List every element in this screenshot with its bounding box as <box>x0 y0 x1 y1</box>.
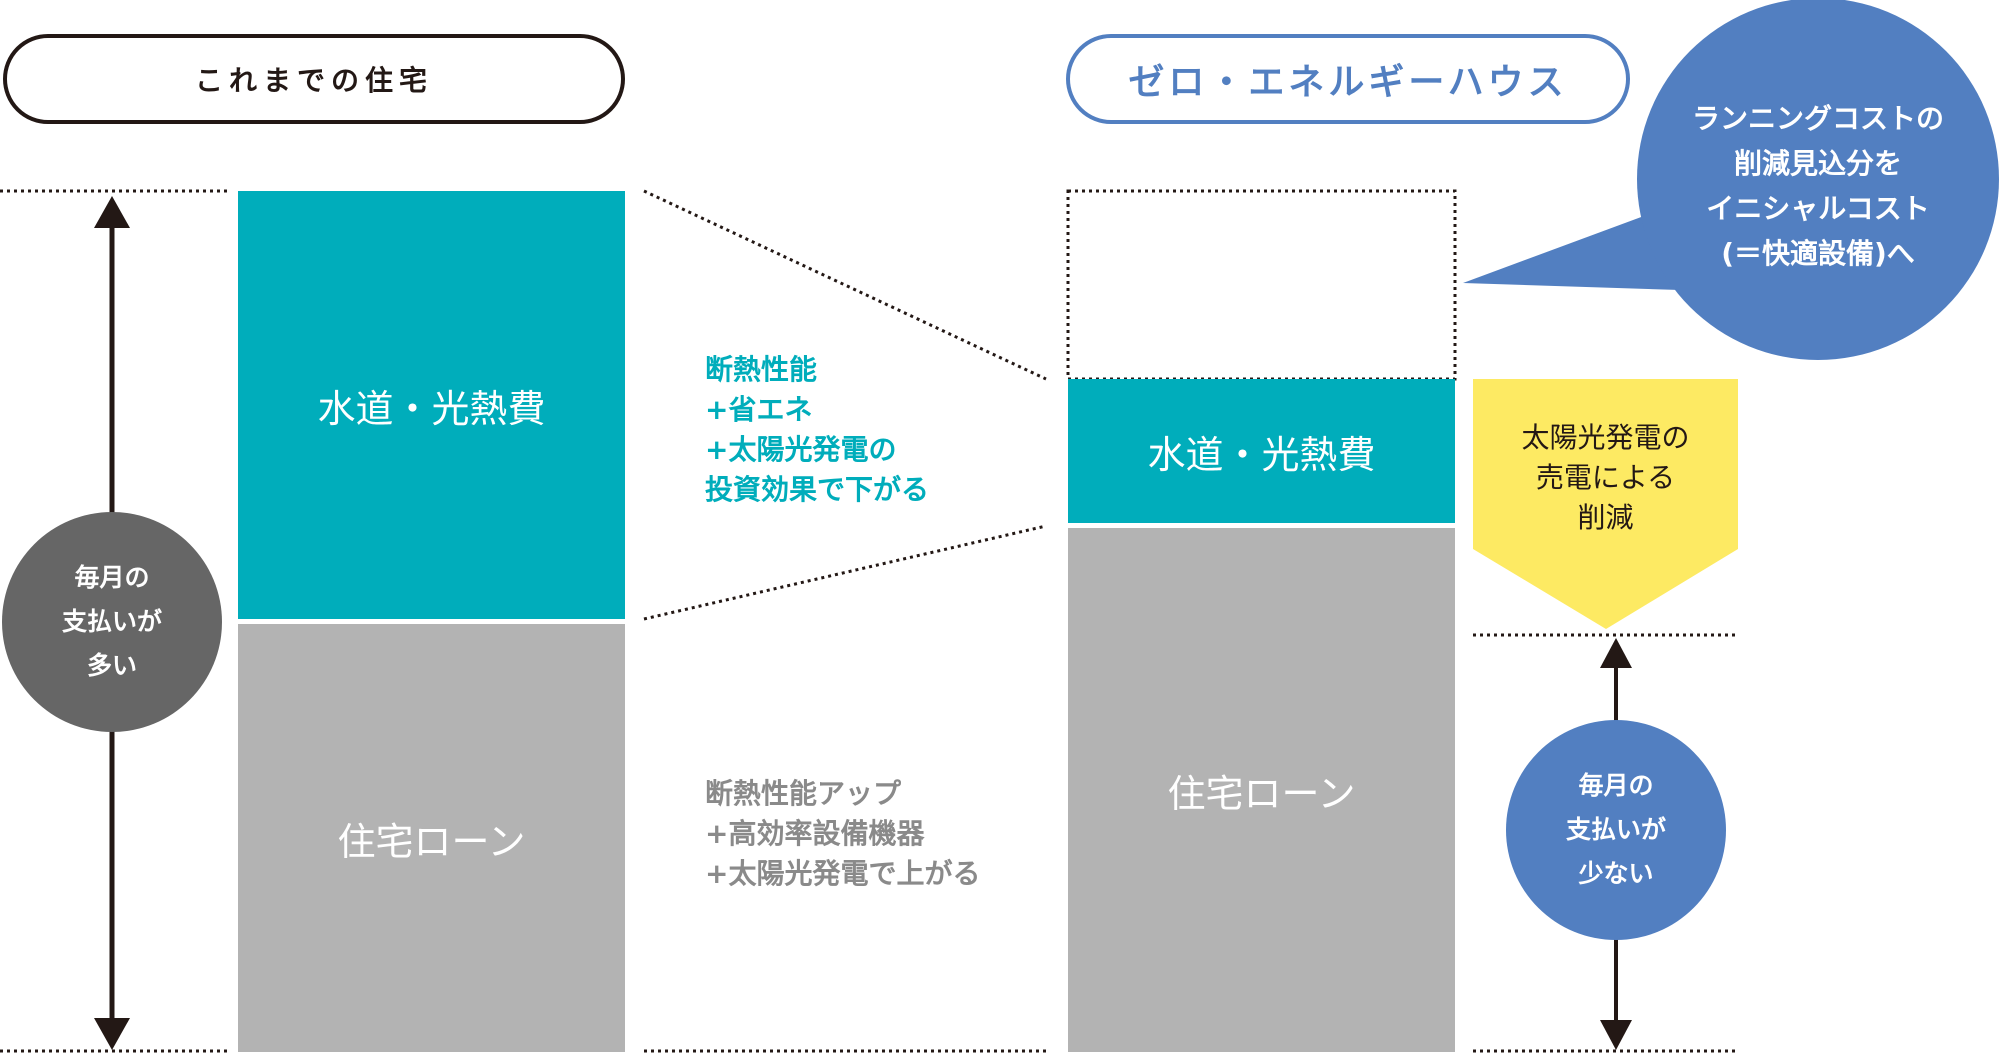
zeh-title: ゼロ・エネルギーハウス <box>1066 34 1630 124</box>
decrease-note: 断熱性能 +省エネ +太陽光発電の 投資効果で下がる <box>705 353 930 506</box>
callout-bubble-shape <box>1637 0 1999 360</box>
increase-note: 断熱性能アップ +高効率設備機器 +太陽光発電で上がる <box>705 777 981 890</box>
solar-reduction-arrow-shape <box>1473 379 1738 629</box>
callout-text: ランニングコストの 削減見込分を イニシャルコスト (＝快適設備)へ <box>1691 102 1944 270</box>
left-utilities-label: 水道・光熱費 <box>317 386 546 431</box>
right-loan-block: 住宅ローン <box>1068 528 1455 1052</box>
left-utilities-block: 水道・光熱費 <box>238 191 625 619</box>
solar-reduction-label: 太陽光発電の 売電による 削減 <box>1521 421 1690 534</box>
callout-tail <box>1463 210 1680 290</box>
left-payment-badge: 毎月の 支払いが 多い <box>2 512 222 732</box>
freed-cost-box <box>1066 189 1457 381</box>
left-loan-block: 住宅ローン <box>238 624 625 1052</box>
right-loan-label: 住宅ローン <box>1167 771 1356 816</box>
current-house-title: これまでの住宅 <box>3 34 625 124</box>
left-loan-label: 住宅ローン <box>337 819 526 864</box>
right-utilities-label: 水道・光熱費 <box>1147 432 1376 477</box>
lower-diagonal-line <box>643 524 1047 621</box>
right-utilities-block: 水道・光熱費 <box>1068 379 1455 523</box>
right-payment-badge: 毎月の 支払いが 少ない <box>1506 720 1726 940</box>
